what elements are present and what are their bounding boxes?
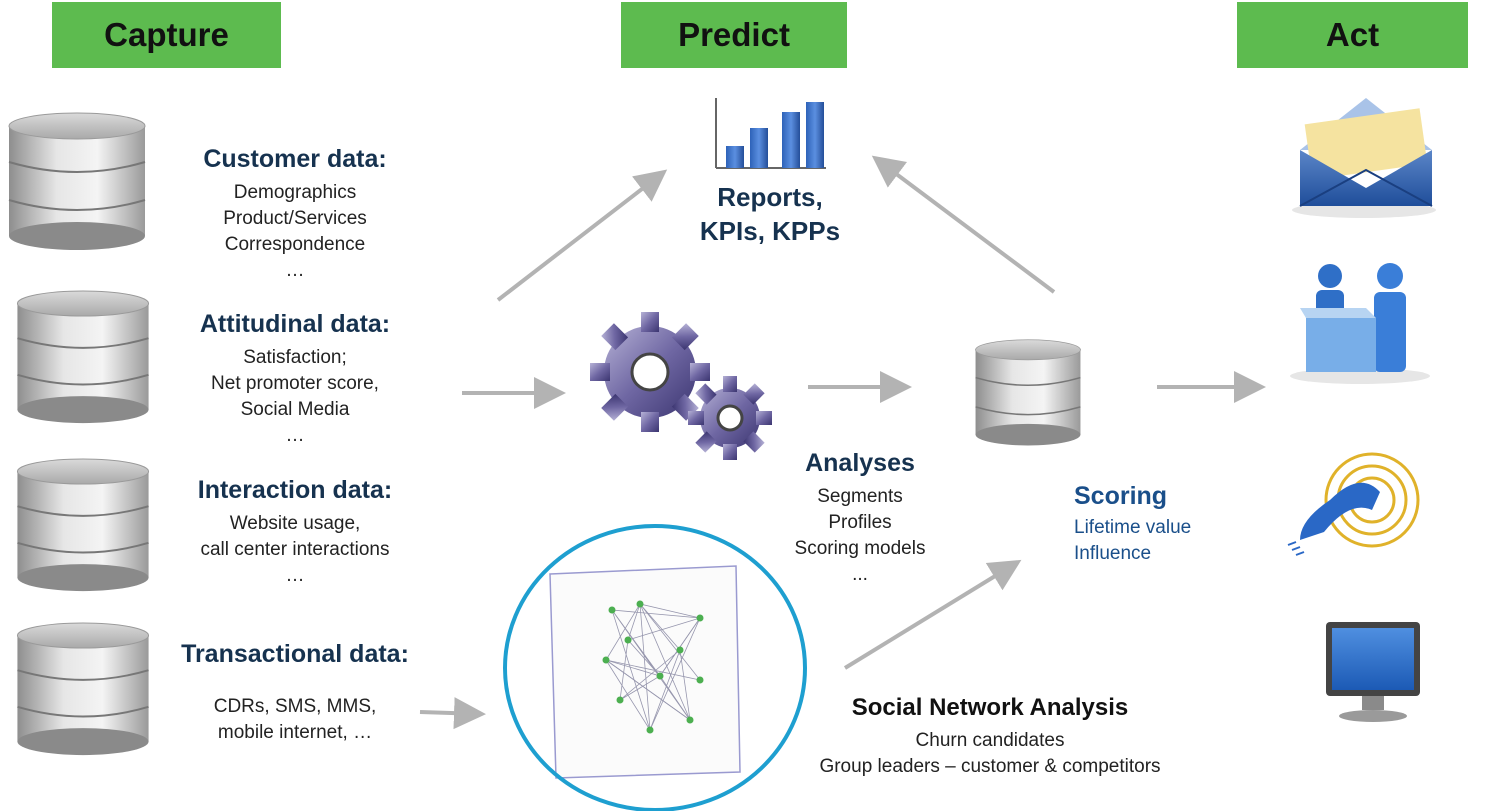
phone-icon [1287, 452, 1420, 556]
sna-line: Churn candidates [915, 730, 1065, 751]
analyses-line: Segments [817, 486, 903, 507]
phase-predict: Predict [621, 2, 847, 68]
transactional-data-block: Transactional data: [150, 640, 440, 669]
attitudinal-line: Satisfaction; [243, 347, 347, 368]
database-icon [7, 112, 147, 252]
customer-line: Product/Services [223, 208, 367, 229]
reports-block: Reports, KPIs, KPPs [660, 180, 880, 248]
transactional-lines: CDRs, SMS, MMS, mobile internet, … [170, 694, 420, 746]
interaction-line: Website usage, [229, 513, 361, 534]
customer-data-title: Customer data: [203, 145, 387, 173]
people-desk-icon [1290, 263, 1430, 384]
analyses-line: ... [852, 564, 868, 585]
transactional-line: mobile internet, … [217, 722, 373, 743]
scoring-line: Lifetime value [1074, 517, 1192, 538]
attitudinal-data-title: Attitudinal data: [199, 310, 391, 338]
attitudinal-line: Net promoter score, [211, 373, 379, 394]
transactional-line: CDRs, SMS, MMS, [213, 696, 377, 717]
sna-block: Social Network Analysis Churn candidates… [750, 694, 1230, 780]
envelope-icon [1292, 98, 1436, 218]
interaction-line: call center interactions [200, 539, 390, 560]
customer-line: Correspondence [224, 234, 366, 255]
interaction-data-block: Interaction data: Website usage, call ce… [170, 476, 420, 589]
transactional-data-title: Transactional data: [181, 640, 409, 668]
interaction-data-title: Interaction data: [197, 476, 393, 504]
interaction-line: … [285, 565, 305, 586]
database-icon [16, 458, 150, 593]
scoring-block: Scoring Lifetime value Influence [1074, 482, 1191, 567]
monitor-icon [1326, 622, 1420, 722]
analyses-block: Analyses Segments Profiles Scoring model… [740, 449, 980, 588]
scoring-title: Scoring [1074, 482, 1168, 510]
customer-line: … [285, 260, 305, 281]
database-icon [16, 622, 150, 757]
attitudinal-line: … [285, 425, 305, 446]
attitudinal-line: Social Media [240, 399, 350, 420]
reports-line: Reports, [717, 182, 823, 212]
analyses-line: Scoring models [794, 538, 926, 559]
attitudinal-data-block: Attitudinal data: Satisfaction; Net prom… [170, 310, 420, 449]
scoring-line: Influence [1074, 543, 1152, 564]
customer-line: Demographics [233, 182, 357, 203]
network-graph-icon [503, 524, 807, 811]
reports-line: KPIs, KPPs [699, 216, 841, 246]
database-icon [16, 290, 150, 425]
sna-title: Social Network Analysis [851, 694, 1129, 721]
flow-arrows [419, 155, 1266, 730]
customer-data-block: Customer data: Demographics Product/Serv… [170, 145, 420, 284]
analyses-line: Profiles [828, 512, 892, 533]
phase-capture: Capture [52, 2, 281, 68]
sna-line: Group leaders – customer & competitors [819, 756, 1161, 777]
analyses-title: Analyses [805, 449, 915, 477]
database-icon [974, 338, 1082, 447]
gears-icon [590, 312, 772, 460]
phase-act: Act [1237, 2, 1468, 68]
bar-chart-icon [715, 98, 826, 169]
